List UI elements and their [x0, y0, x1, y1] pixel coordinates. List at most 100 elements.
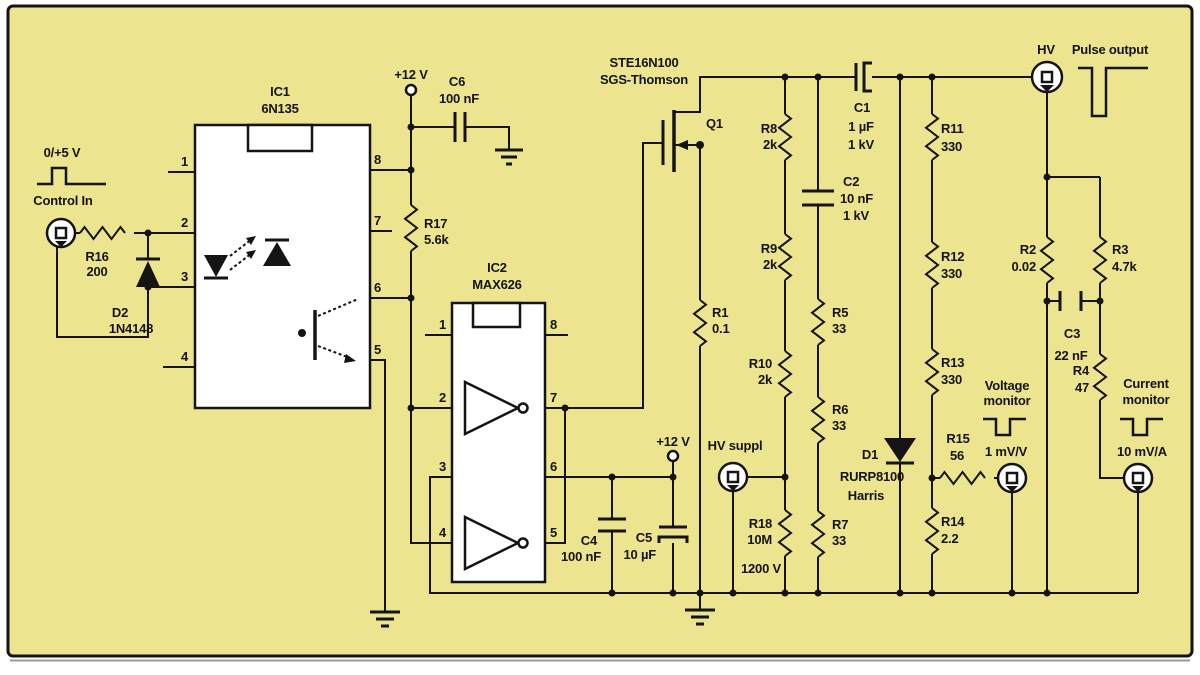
ic1-pin2-label: 2 — [181, 215, 188, 230]
c1-ref: C1 — [854, 100, 870, 115]
junction-dot — [814, 589, 822, 597]
c4-value: 100 nF — [561, 549, 601, 564]
junction-dot — [928, 474, 936, 482]
r17-value: 5.6k — [424, 232, 449, 247]
led-icon — [204, 255, 228, 280]
capacitor-c4: C4 100 nF — [561, 517, 626, 564]
d1-manufacturer: Harris — [848, 488, 884, 503]
c3-value: 22 nF — [1055, 348, 1088, 363]
bnc-voltage-monitor — [996, 462, 1028, 494]
c1-rating: 1 kV — [848, 137, 874, 152]
mosfet-q1: STE16N100 SGS-Thomson Q1 — [600, 55, 723, 172]
c6-value: 100 nF — [439, 91, 479, 106]
ic2-ref: IC2 — [487, 260, 507, 275]
r9-value: 2k — [763, 257, 778, 272]
r5-value: 33 — [832, 321, 846, 336]
r15-value: 56 — [950, 448, 964, 463]
resistor-r17: R17 5.6k — [403, 204, 450, 252]
junction-dots — [144, 73, 1104, 597]
resistor-r14: R14 2.2 — [924, 507, 965, 555]
resistor-r6: R6 33 — [810, 396, 848, 444]
r3-value: 4.7k — [1112, 259, 1137, 274]
current-monitor-scale: 10 mV/A — [1117, 444, 1168, 459]
r15-ref: R15 — [946, 431, 969, 446]
resistor-r5: R5 33 — [810, 298, 848, 346]
r14-ref: R14 — [941, 514, 965, 529]
r11-value: 330 — [941, 139, 962, 154]
r8-value: 2k — [763, 137, 778, 152]
ic1-pin6-label: 6 — [374, 280, 381, 295]
output-pulse-icon — [1078, 66, 1148, 118]
q1-part: STE16N100 — [609, 55, 678, 70]
ic2-pin8-label: 8 — [550, 317, 557, 332]
junction-dot — [561, 404, 569, 412]
ic1-pin3-label: 3 — [181, 269, 188, 284]
bnc-hv-supply — [717, 461, 749, 493]
supply-12v-mid-terminal — [666, 449, 680, 463]
r13-ref: R13 — [941, 355, 964, 370]
current-monitor-label-1: Current — [1123, 376, 1169, 391]
junction-dot — [407, 294, 415, 302]
ic2-pin5-label: 5 — [550, 525, 557, 540]
resistor-r2: R2 0.02 — [1011, 236, 1055, 284]
photodiode-icon — [263, 238, 291, 266]
ic2-driver: IC2 MAX626 1 2 3 4 8 7 6 5 — [439, 260, 557, 584]
r3-ref: R3 — [1112, 242, 1128, 257]
diode-d2: D2 1N4148 — [109, 257, 160, 336]
r5-ref: R5 — [832, 305, 848, 320]
r4-value: 47 — [1075, 380, 1089, 395]
light-arrows-icon — [229, 236, 256, 271]
r16-value: 200 — [86, 264, 107, 279]
resistor-r13: R13 330 — [924, 348, 964, 396]
c4-ref: C4 — [581, 533, 598, 548]
r10-value: 2k — [758, 372, 773, 387]
junction-dot — [669, 589, 677, 597]
junction-dot — [608, 473, 616, 481]
ground-symbol-center — [685, 593, 715, 626]
junction-dot — [1043, 589, 1051, 597]
r8-ref: R8 — [761, 121, 777, 136]
d2-ref: D2 — [112, 305, 128, 320]
resistor-r3: R3 4.7k — [1092, 236, 1138, 284]
resistor-r1: R1 0.1 — [692, 299, 730, 347]
bnc-hv-output — [1030, 60, 1064, 94]
ic2-pin3-label: 3 — [439, 459, 446, 474]
r14-value: 2.2 — [941, 531, 958, 546]
r12-value: 330 — [941, 266, 962, 281]
junction-dot — [781, 473, 789, 481]
resistor-r4: R4 47 — [1073, 353, 1108, 401]
c3-ref: C3 — [1064, 326, 1080, 341]
r16-ref: R16 — [85, 249, 108, 264]
phototransistor-icon — [313, 298, 359, 363]
junction-dot — [669, 473, 677, 481]
voltage-monitor-section: Voltage monitor 1 mV/V — [983, 378, 1031, 459]
capacitor-c5: C5 10 µF — [623, 525, 689, 562]
current-monitor-section: Current monitor 10 mV/A — [1117, 376, 1170, 459]
hv-supply-label: HV suppl — [708, 438, 763, 453]
d1-ref: D1 — [862, 447, 878, 462]
r6-value: 33 — [832, 418, 846, 433]
junction-dot — [144, 229, 152, 237]
control-voltage-label: 0/+5 V — [44, 145, 81, 160]
junction-dot — [1008, 589, 1016, 597]
resistor-r18: R18 10M 1200 V — [741, 509, 793, 576]
resistor-r11: R11 330 — [924, 113, 964, 161]
bnc-current-monitor — [1122, 462, 1154, 494]
junction-dot — [298, 329, 306, 337]
voltage-monitor-label-1: Voltage — [985, 378, 1030, 393]
current-monitor-label-2: monitor — [1123, 392, 1170, 407]
ic1-part: 6N135 — [261, 101, 298, 116]
control-in-label: Control In — [33, 193, 93, 208]
hv-label: HV — [1037, 42, 1055, 57]
junction-dot — [608, 589, 616, 597]
c5-value: 10 µF — [623, 547, 656, 562]
resistor-r10: R10 2k — [749, 350, 793, 398]
supply-12v-top-label: +12 V — [394, 67, 428, 82]
ground-symbol-c6 — [495, 148, 523, 166]
junction-dot — [896, 73, 904, 81]
r18-value: 10M — [747, 532, 772, 547]
c1-value: 1 µF — [848, 119, 874, 134]
c2-value: 10 nF — [840, 191, 873, 206]
